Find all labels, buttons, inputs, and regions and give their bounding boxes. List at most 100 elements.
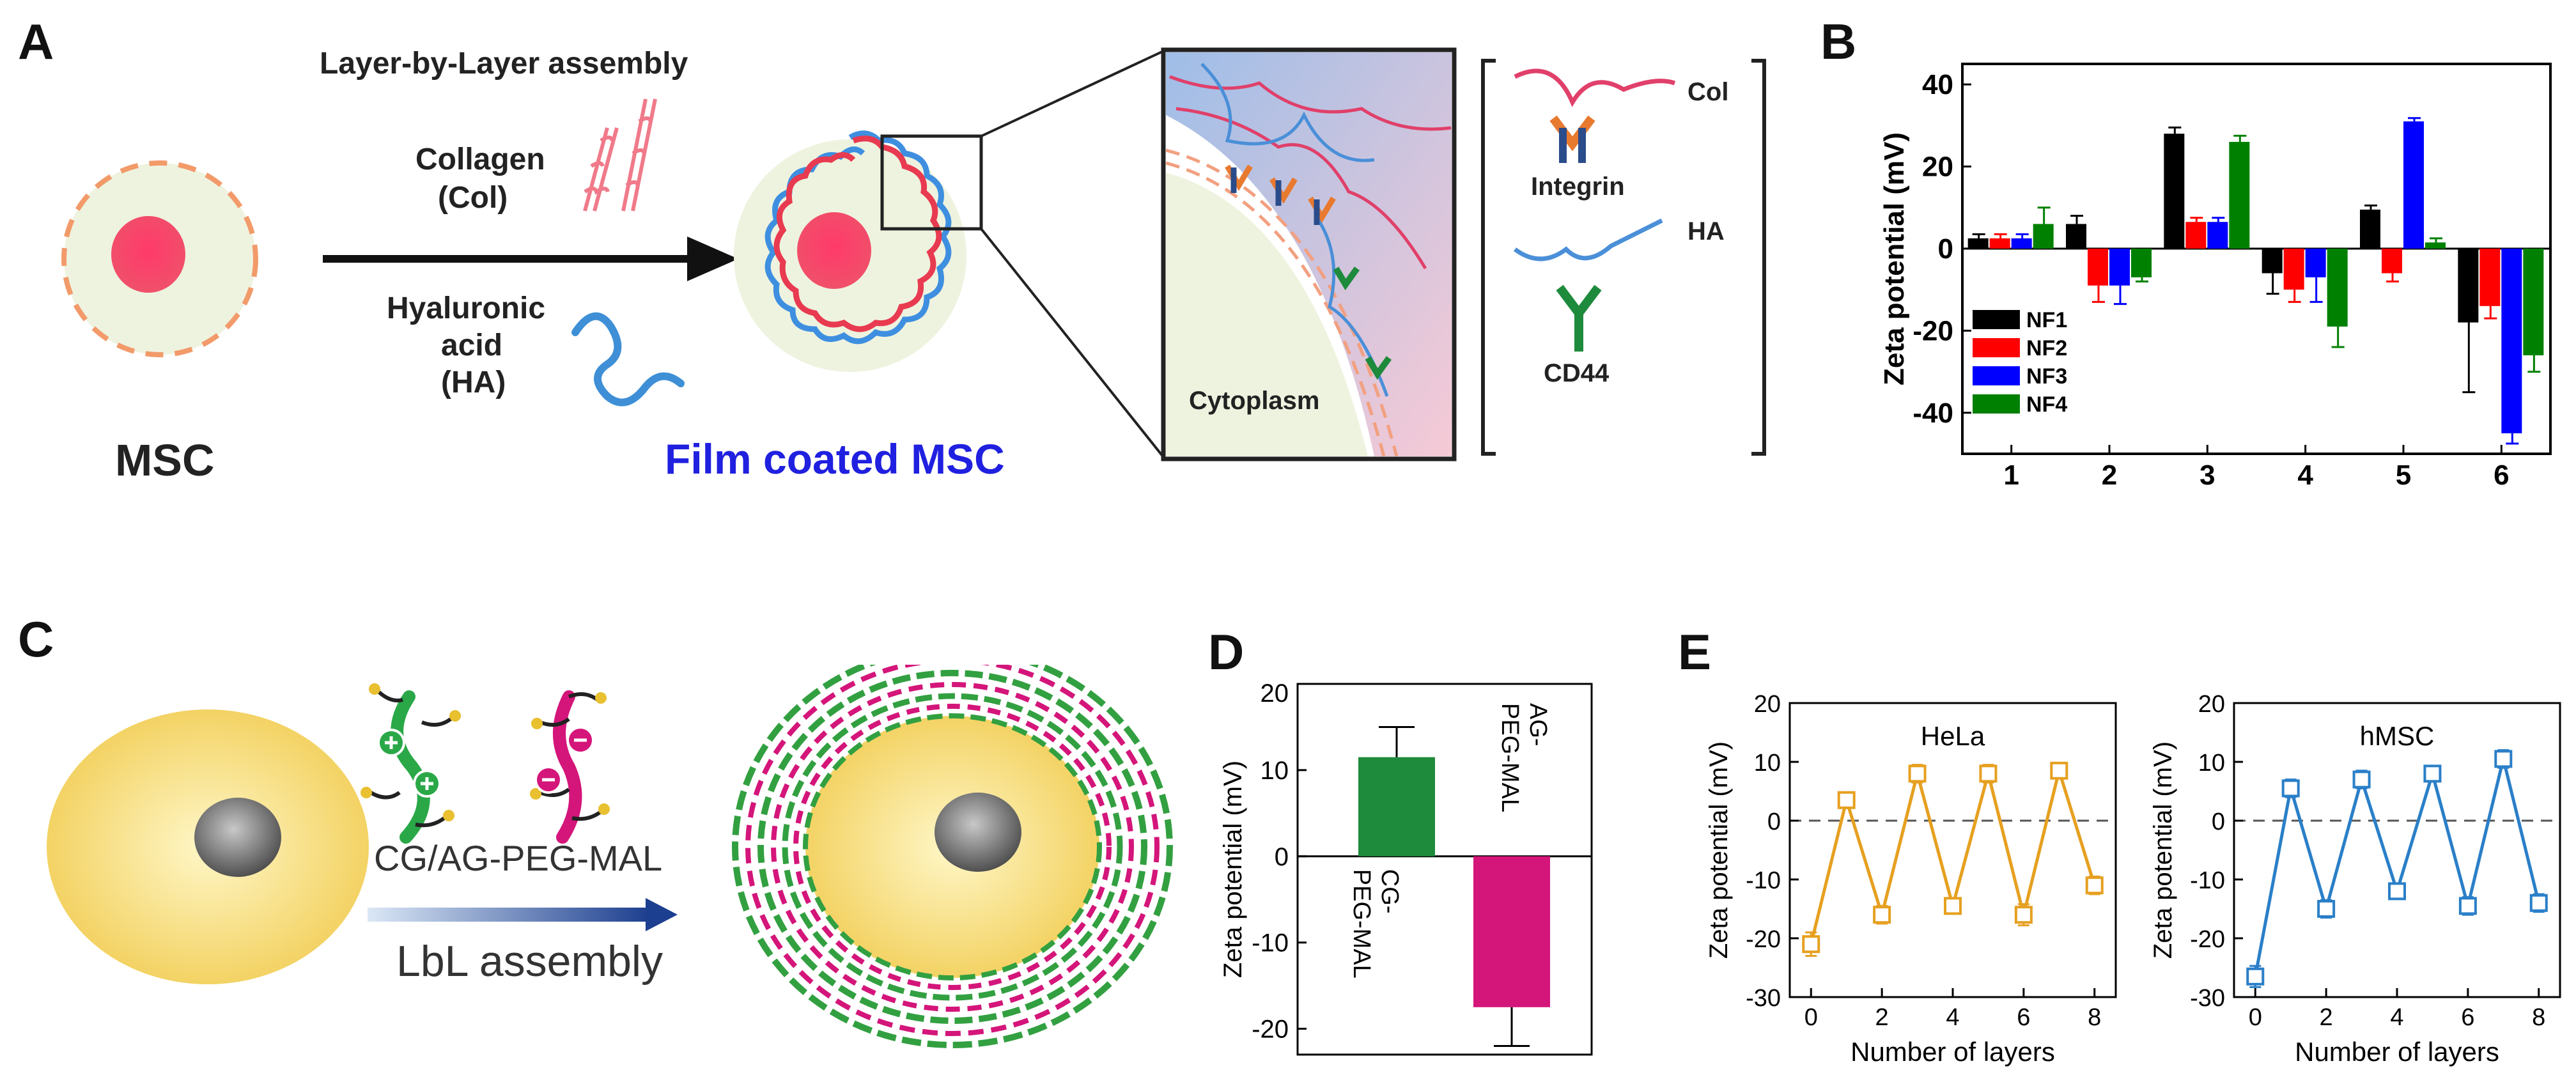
bar-nf1 [2360,209,2380,249]
bar-nf4 [2523,248,2544,355]
y-tick-label: 10 [2198,750,2225,777]
chart-b-layers-zeta: -40-2002040123456Number of layers (n)Zet… [1879,63,2552,492]
plot-frame [1961,63,2552,455]
x-tick-label: 8 [2088,1004,2101,1031]
data-point [2458,897,2477,915]
collagen-fiber-icon [583,98,657,212]
bar-nf3 [2011,238,2032,249]
data-point [1979,764,1998,783]
category-label-cg-line1: CG- [1376,869,1403,914]
bar-nf4 [2229,142,2250,249]
bar-nf1 [2066,224,2086,249]
component-legend [1481,59,1766,456]
panel-a-svg [61,47,1766,461]
category-label-cg-line2: PEG-MAL [1348,869,1375,979]
bar-nf2 [2283,248,2304,290]
y-axis-label: Zeta potential (mV) [1879,132,1910,385]
data-point [2352,770,2371,789]
ha-label-line2: acid [441,329,503,362]
collagen-label-line1: Collagen [415,143,545,176]
x-tick-label: 0 [1804,1004,1818,1031]
bar-nf4 [2131,248,2152,277]
integrin-legend-label: Integrin [1531,173,1625,201]
bar-ag-peg-mal [1473,856,1550,1007]
x-tick-label: 4 [1946,1004,1959,1031]
legend-label-nf4: NF4 [2026,392,2067,417]
x-tick-label: 2 [2320,1004,2333,1031]
membrane-inset [1161,47,1457,461]
y-axis-label: Zeta potential (mV) [2149,741,2177,959]
panel-label-d: D [1208,624,1245,680]
x-tick-label: 6 [2461,1004,2474,1031]
y-tick-label: -30 [2190,985,2225,1012]
bar-nf3 [2305,248,2326,277]
panel-label-c: C [18,611,54,667]
chart-title: hMSC [2360,721,2435,751]
integrin-legend-icon [1549,115,1595,151]
y-tick-label: 20 [1261,679,1289,708]
y-tick-label: 10 [1261,757,1289,785]
collagen-legend-icon [1514,68,1676,107]
bar-nf1 [1967,238,1989,249]
msc-label: MSC [115,435,215,485]
data-point [2529,894,2548,912]
legend-swatch-nf4 [1973,394,2020,414]
cell-c-coated [732,646,1173,1048]
lbl-assembly-label: LbL assembly [396,937,663,986]
data-point [2014,906,2033,924]
hyaluronic-legend-icon [1513,218,1663,261]
panel-c-svg [47,646,1173,1048]
x-tick-label: 2 [1875,1004,1889,1031]
panel-a-schematic [0,0,1790,556]
film-coated-msc [734,130,966,372]
y-tick-label: 20 [1922,151,1953,183]
bar-nf2 [2382,248,2402,274]
x-axis-label: Number of layers [2295,1037,2499,1067]
bar-cg-peg-mal [1358,757,1435,856]
data-point [2085,876,2104,895]
y-tick-label: 0 [1275,843,1289,871]
x-tick-label: 4 [2390,1004,2403,1031]
data-point [2246,967,2265,986]
bar-nf4 [2033,224,2054,249]
legend-label-nf3: NF3 [2026,364,2067,389]
panel-a-title: Layer-by-Layer assembly [320,47,688,81]
panel-c-schematic [0,646,1183,1080]
panel-label-a: A [18,13,54,70]
legend-label-nf1: NF1 [2026,308,2067,332]
bar-nf4 [2327,248,2348,327]
x-tick-label: 6 [2017,1004,2030,1031]
y-tick-label: -20 [1746,926,1781,953]
bar-nf3 [2109,248,2130,286]
bar-nf1 [2262,248,2283,274]
coated-msc-label: Film coated MSC [665,435,1005,483]
y-tick-label: -10 [2190,867,2225,894]
bar-nf2 [2088,248,2108,286]
data-point [1908,764,1927,783]
y-tick-label: 20 [2198,691,2225,718]
category-label-ag-line1: AG- [1525,703,1551,747]
data-point [2388,882,2406,901]
data-point [2281,779,2300,798]
y-tick-label: -10 [1252,929,1289,957]
zoom-region-box [880,134,983,231]
data-point [2050,761,2068,780]
legend-swatch-nf2 [1973,338,2020,357]
x-tick-label: 3 [2200,460,2215,491]
cd44-legend-icon [1556,284,1602,352]
bar-nf3 [2501,248,2522,433]
bar-nf3 [2207,222,2228,249]
plot-frame [1296,683,1593,1056]
cell-c-uncoated [47,709,369,984]
bar-nf1 [2458,248,2479,323]
x-tick-label: 0 [2249,1004,2262,1031]
x-tick-label: 5 [2396,460,2411,491]
y-tick-label: 20 [1754,691,1781,718]
y-tick-label: -10 [1746,867,1781,894]
data-point [1837,791,1856,809]
x-tick-label: 1 [2003,460,2019,491]
cytoplasm-label: Cytoplasm [1189,387,1320,415]
hyaluronic-acid-icon [571,312,685,407]
